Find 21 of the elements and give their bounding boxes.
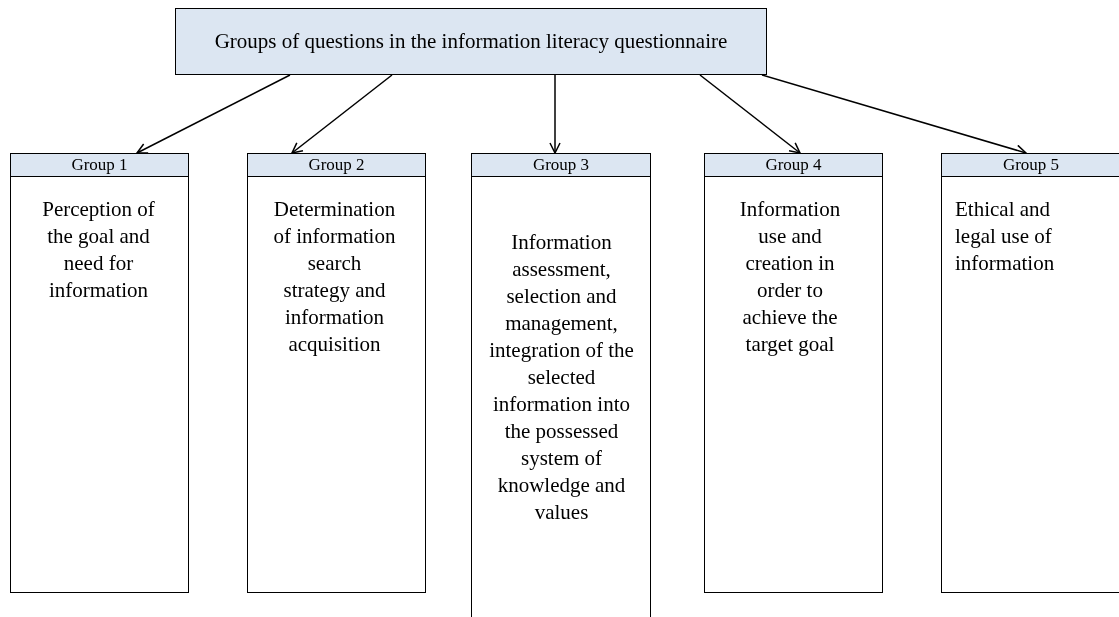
group-header: Group 2 xyxy=(248,154,425,177)
group-description: Perception of the goal and need for information xyxy=(41,196,156,304)
group-header: Group 1 xyxy=(11,154,188,177)
group-description: Ethical and legal use of information xyxy=(955,196,1056,277)
box-title: Groups of questions in the information literacy questionnaire xyxy=(214,29,728,54)
group-header: Group 5 xyxy=(942,154,1119,177)
arrow xyxy=(549,74,561,154)
arrow xyxy=(136,74,291,154)
group-column-box xyxy=(704,153,883,593)
group-column-box xyxy=(471,153,651,617)
arrow xyxy=(291,74,393,154)
group-header: Group 4 xyxy=(705,154,882,177)
group-column-box xyxy=(941,153,1119,593)
group-description: Determination of information search strategy and information acquisition xyxy=(272,196,397,358)
group-column-box xyxy=(10,153,189,593)
group-header: Group 3 xyxy=(472,154,650,177)
group-column-box xyxy=(247,153,426,593)
group-description: Information assessment, selection and management, integration of the selected information into the possessed system of knowledge and values xyxy=(489,229,634,526)
group-description: Information use and creation in order to achieve the target goal xyxy=(738,196,842,358)
arrow xyxy=(699,74,801,154)
title-box xyxy=(175,8,767,75)
